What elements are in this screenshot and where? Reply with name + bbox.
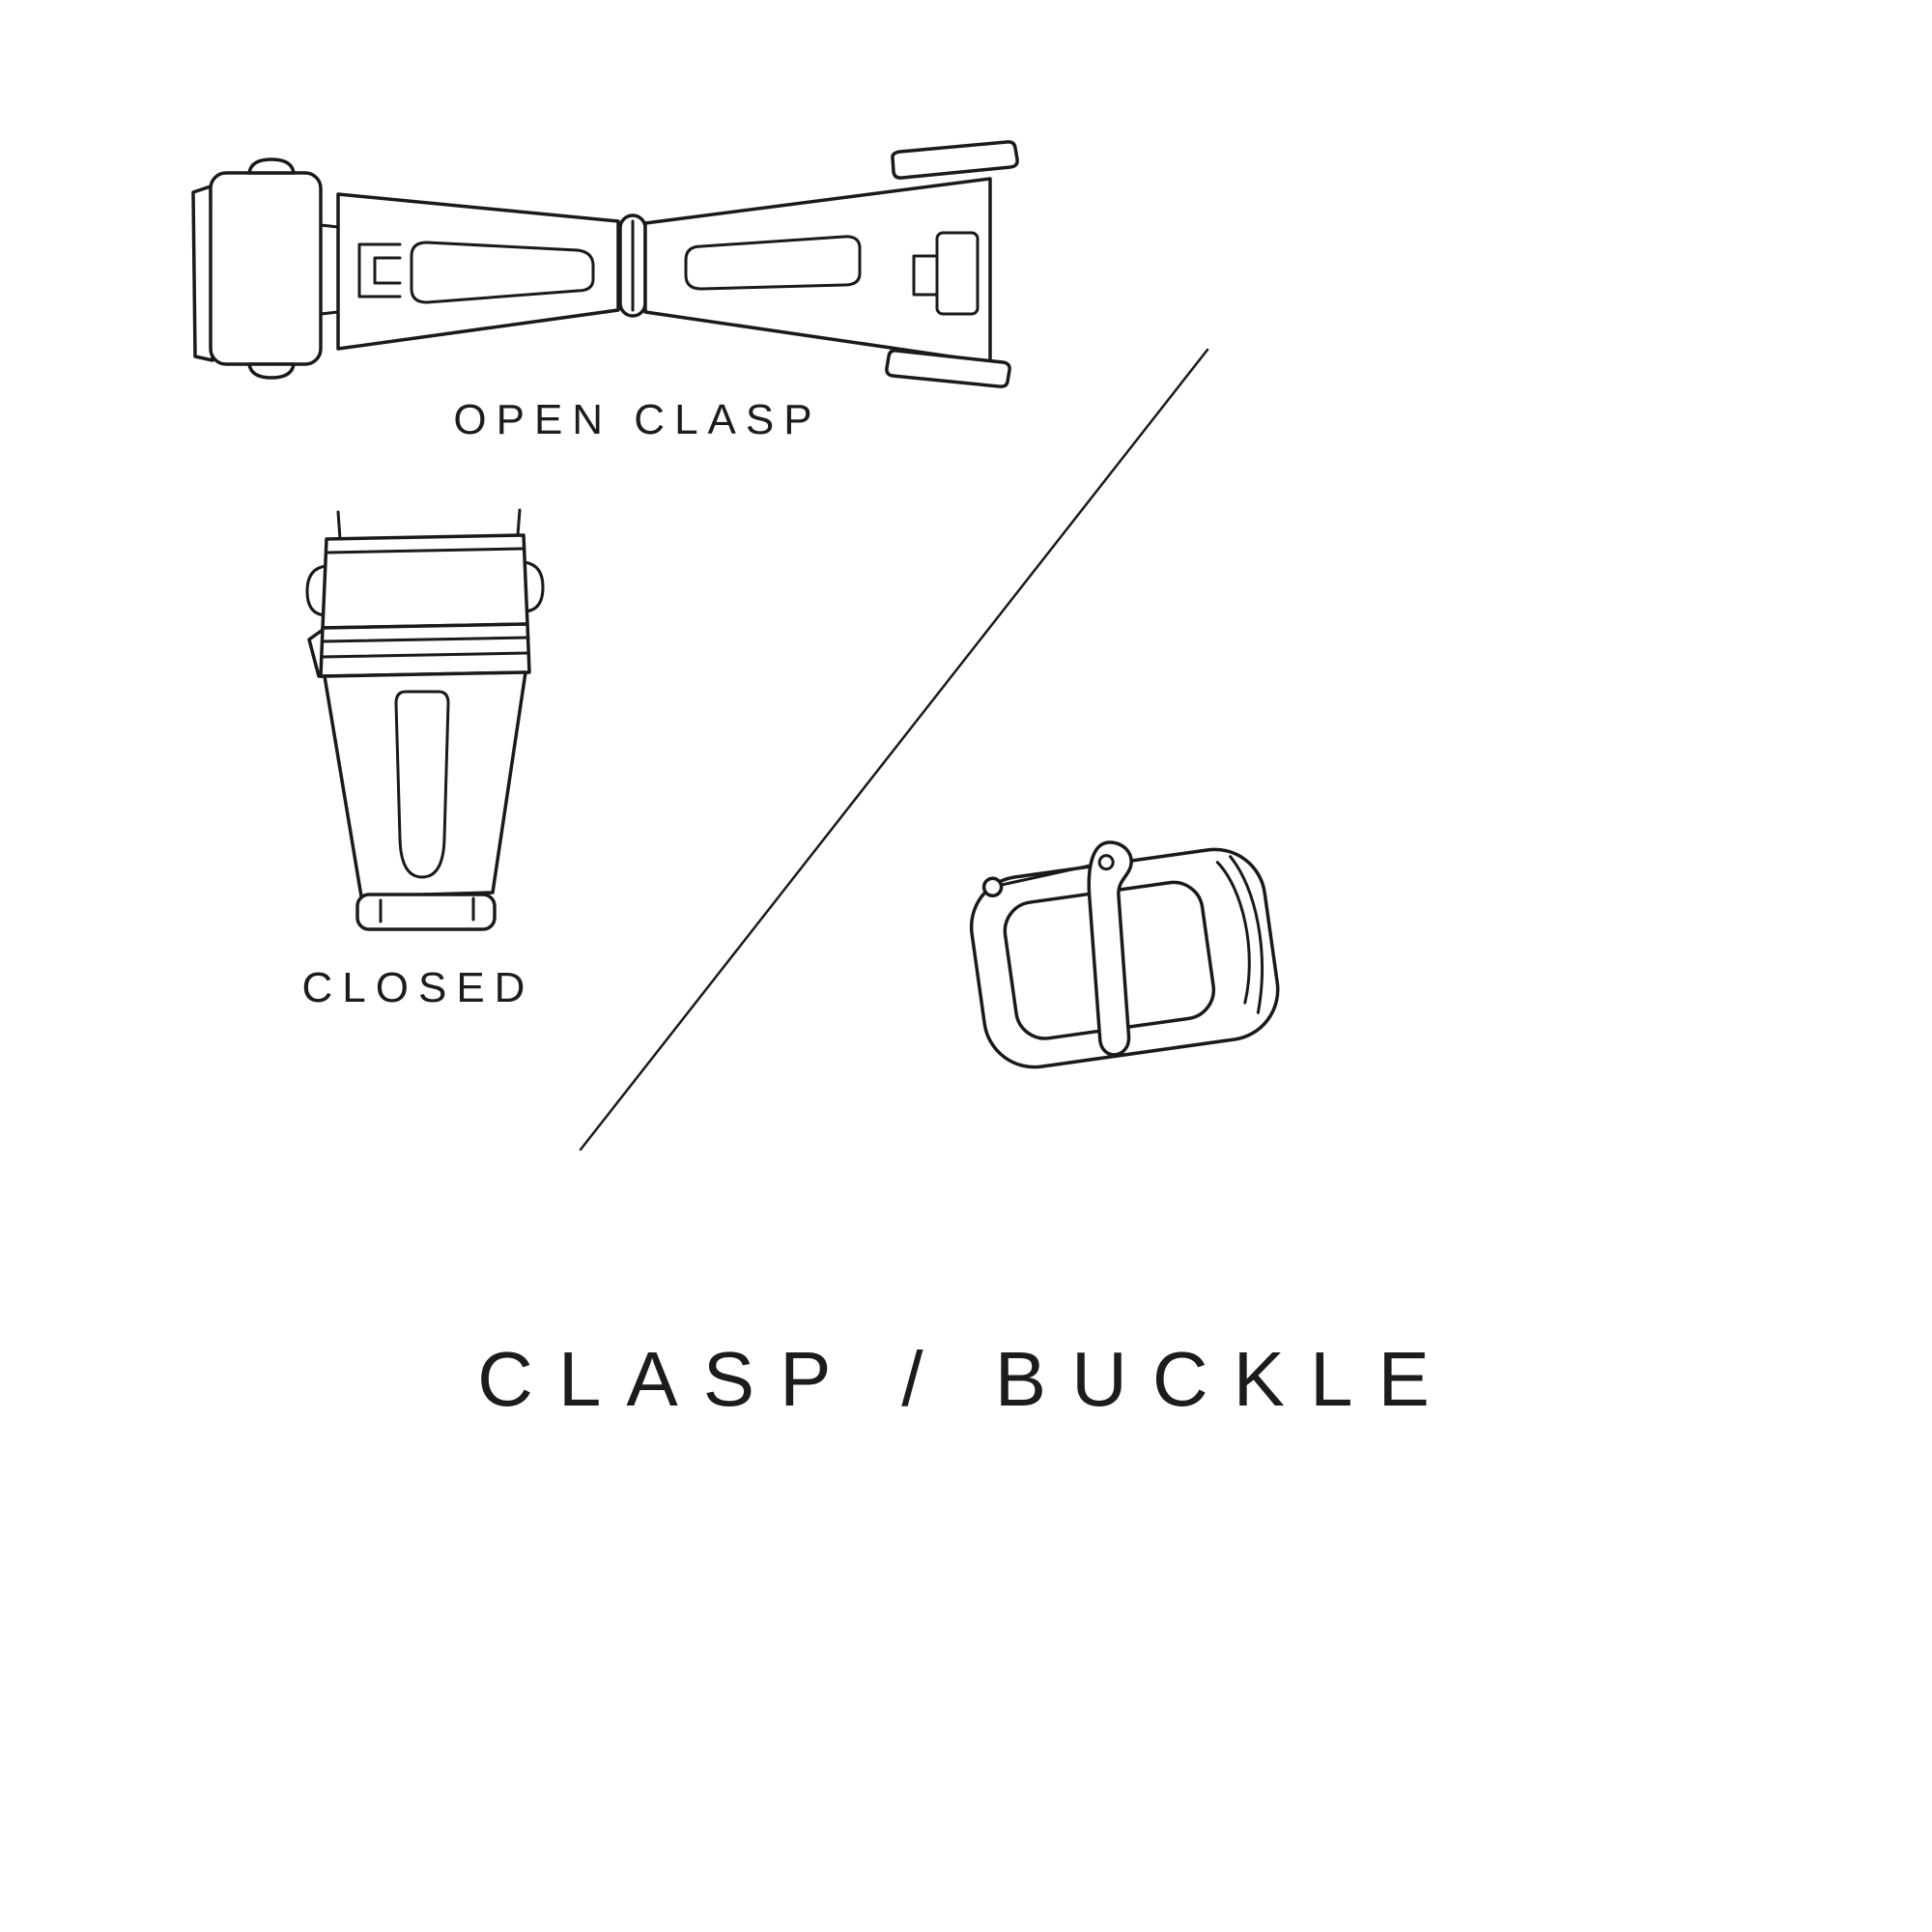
tang-buckle-illustration: [969, 840, 1280, 1069]
diagonal-divider-line: [579, 348, 1209, 1151]
open-clasp-illustration: [191, 140, 1019, 388]
closed-clasp-illustration: [305, 508, 545, 931]
page-title: CLASP / BUCKLE: [477, 1336, 1455, 1422]
open-clasp-label: OPEN CLASP: [453, 396, 822, 443]
closed-clasp-label: CLOSED: [301, 964, 535, 1011]
